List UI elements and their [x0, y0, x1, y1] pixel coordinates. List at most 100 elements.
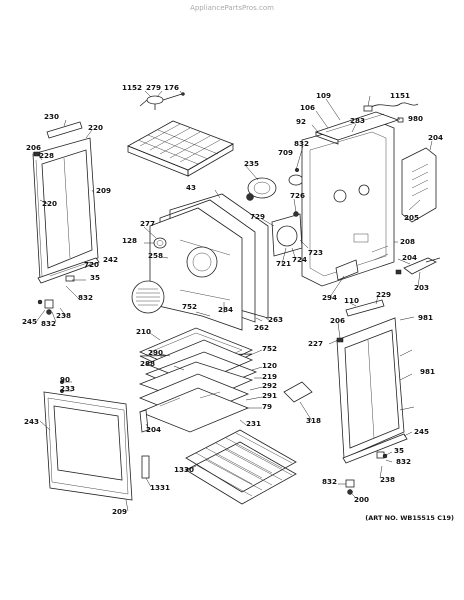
- callout-label: 209: [96, 186, 111, 195]
- callout-label: 291: [262, 391, 277, 400]
- callout-label: 721: [276, 259, 291, 268]
- callout-label: 231: [246, 419, 261, 428]
- callout-label: 258: [148, 251, 163, 260]
- callout-label: 723: [308, 248, 323, 257]
- callout-label: 832: [78, 293, 93, 302]
- callout-label: 204: [146, 425, 161, 434]
- source-watermark: AppliancePartsPros.com: [190, 4, 274, 12]
- leveling-leg-part: [37, 275, 75, 315]
- callout-label: 205: [404, 213, 419, 222]
- callout-label: 209: [112, 507, 127, 516]
- callout-label: 128: [122, 236, 137, 245]
- element-bracket-part: [271, 211, 303, 257]
- bottom-rail-243-part: [342, 433, 408, 464]
- callout-label: 292: [262, 381, 277, 390]
- callout-label: 35: [90, 273, 100, 282]
- callout-label: 204: [428, 133, 443, 142]
- callout-label: 263: [268, 315, 283, 324]
- ring-seal-part: [153, 237, 167, 249]
- screw-79-part: [59, 379, 65, 385]
- callout-label: 726: [290, 191, 305, 200]
- callout-label: 290: [148, 348, 163, 357]
- callout-label: 283: [350, 116, 365, 125]
- bottom-rail-242-part: [37, 257, 100, 284]
- callout-label: 233: [60, 384, 75, 393]
- callout-label: 208: [400, 237, 415, 246]
- convection-fan-part: [246, 167, 304, 201]
- callout-label: 220: [42, 199, 57, 208]
- callout-label: 724: [292, 255, 307, 264]
- callout-label: 1331: [150, 483, 170, 492]
- leveling-leg-right-part: [345, 451, 388, 495]
- door-hinge-part: [141, 455, 150, 479]
- callout-label: 238: [56, 311, 71, 320]
- callout-label: 284: [218, 305, 233, 314]
- callout-label: 120: [262, 361, 277, 370]
- callout-label: 228: [39, 151, 54, 160]
- callout-label: 227: [308, 339, 323, 348]
- callout-label: 219: [262, 372, 277, 381]
- fan-cover-part: [131, 280, 165, 314]
- callout-label: 752: [262, 344, 277, 353]
- callout-label: 981: [420, 367, 435, 376]
- callout-label: 245: [22, 317, 37, 326]
- screw-90-part: [59, 388, 65, 394]
- cooktop-grid-part: [127, 120, 234, 177]
- callout-label: 245: [414, 427, 429, 436]
- callout-label: 238: [380, 475, 395, 484]
- callout-label: 279: [146, 83, 161, 92]
- callout-label: 210: [136, 327, 151, 336]
- back-panel-part: [301, 119, 395, 287]
- callout-label: 229: [376, 290, 391, 299]
- callout-label: 262: [254, 323, 269, 332]
- bracket-233-part: [139, 409, 149, 433]
- callout-label: 220: [88, 123, 103, 132]
- callout-label: 79: [262, 402, 272, 411]
- callout-label: 1151: [390, 91, 410, 100]
- leader-lines: [32, 90, 433, 512]
- callout-label: 980: [408, 114, 423, 123]
- switch-231-part: [283, 381, 313, 403]
- callout-label: 203: [414, 283, 429, 292]
- vent-panel-part: [401, 147, 437, 223]
- wire-harness-part: [363, 102, 419, 123]
- oven-door-frame-part: [43, 391, 133, 501]
- callout-label: 277: [140, 219, 155, 228]
- callout-label: 43: [186, 183, 196, 192]
- terminal-block-part: [395, 257, 441, 275]
- left-side-panel-part: [32, 137, 99, 281]
- callout-label: 206: [26, 143, 41, 152]
- callout-label: 720: [84, 260, 99, 269]
- callout-label: 752: [182, 302, 197, 311]
- callout-label: 1152: [122, 83, 142, 92]
- callout-label: 106: [300, 103, 315, 112]
- callout-label: 235: [244, 159, 259, 168]
- callout-label: 832: [322, 477, 337, 486]
- trim-110-part: [345, 299, 385, 317]
- bracket-294-part: [335, 259, 359, 281]
- callout-label: 230: [44, 112, 59, 121]
- callout-label: 294: [322, 293, 337, 302]
- callout-label: 204: [402, 253, 417, 262]
- callout-label: 110: [344, 296, 359, 305]
- callout-label: 318: [306, 416, 321, 425]
- callout-label: 832: [396, 457, 411, 466]
- callout-label: 243: [24, 417, 39, 426]
- callout-label: 206: [330, 316, 345, 325]
- callout-label: 35: [394, 446, 404, 455]
- callout-label: 981: [418, 313, 433, 322]
- callout-label: 288: [140, 359, 155, 368]
- art-number: (ART NO. WB15515 C19): [365, 514, 454, 522]
- callout-label: 832: [41, 319, 56, 328]
- callout-label: 729: [250, 212, 265, 221]
- callout-label: 90: [60, 375, 70, 384]
- igniter-switch-part: [139, 92, 185, 110]
- callout-label: 92: [296, 117, 306, 126]
- callout-label: 200: [354, 495, 369, 504]
- callout-label: 1330: [174, 465, 194, 474]
- callout-label: 242: [103, 255, 118, 264]
- callout-label: 176: [164, 83, 179, 92]
- oven-cavity-part: [149, 193, 269, 331]
